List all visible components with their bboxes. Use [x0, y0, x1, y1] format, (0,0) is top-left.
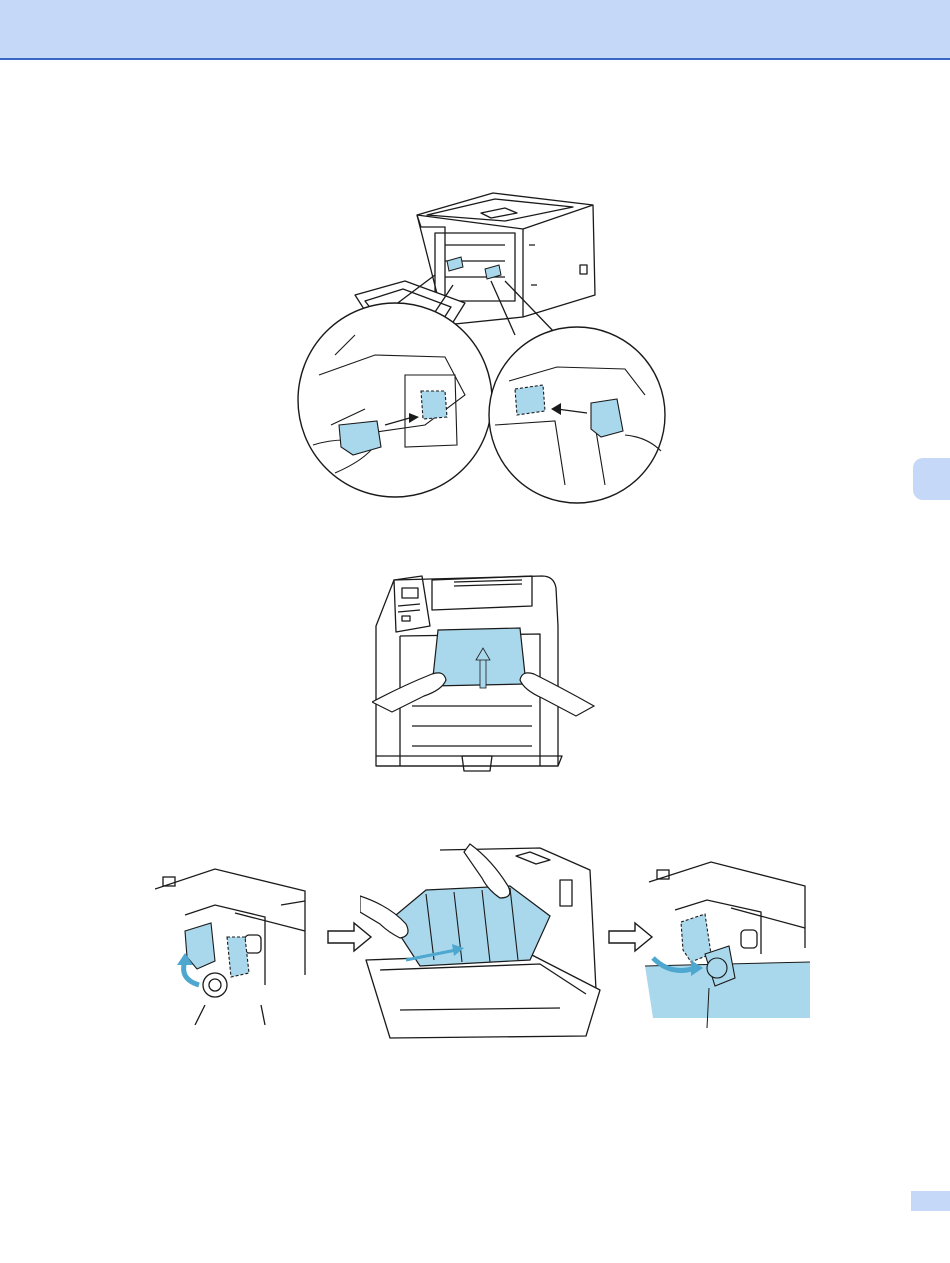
figure-drum-step-3 [645, 858, 810, 1028]
figure-drum-step-1 [155, 865, 315, 1025]
header-rule [0, 58, 950, 60]
drum-insert-illustration [360, 840, 602, 1040]
chapter-side-tab [913, 458, 950, 500]
header-band [0, 0, 950, 58]
printer-callout-illustration [295, 185, 675, 505]
figure-belt-unit [372, 566, 597, 776]
figure-drum-step-2 [360, 840, 602, 1040]
page-number-badge [911, 1191, 950, 1211]
figure-printer-callouts [295, 185, 675, 505]
lever-lock-illustration [645, 858, 810, 1028]
belt-unit-illustration [372, 566, 597, 776]
lever-unlock-illustration [155, 865, 315, 1025]
